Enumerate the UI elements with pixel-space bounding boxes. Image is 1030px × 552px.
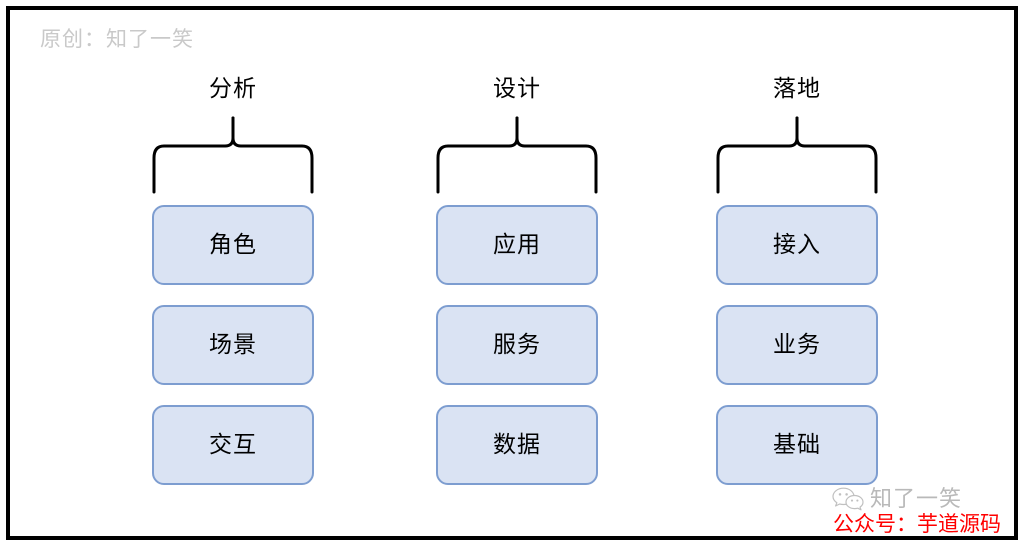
- column-header-design: 设计: [493, 76, 541, 102]
- node-label: 接入: [773, 231, 821, 258]
- node-label: 数据: [493, 431, 541, 458]
- column-header-implementation: 落地: [773, 76, 821, 102]
- node-box[interactable]: 基础: [716, 405, 878, 485]
- node-label: 业务: [773, 331, 821, 358]
- watermark-text: 原创：知了一笑: [40, 27, 194, 51]
- node-label: 服务: [493, 331, 541, 358]
- node-box[interactable]: 接入: [716, 205, 878, 285]
- node-box[interactable]: 数据: [436, 405, 598, 485]
- column-design: 设计 应用 服务 数据: [436, 0, 598, 552]
- brace-design: [436, 116, 598, 194]
- node-label: 基础: [773, 431, 821, 458]
- wechat-icon: [831, 486, 865, 513]
- node-label: 角色: [209, 231, 257, 258]
- brace-analysis: [152, 116, 314, 194]
- brace-implementation: [716, 116, 878, 194]
- node-box[interactable]: 角色: [152, 205, 314, 285]
- node-box[interactable]: 场景: [152, 305, 314, 385]
- node-label: 场景: [209, 331, 257, 358]
- column-implementation: 落地 接入 业务 基础: [716, 0, 878, 552]
- node-label: 交互: [209, 431, 257, 458]
- column-analysis: 分析 角色 场景 交互: [152, 0, 314, 552]
- node-box[interactable]: 应用: [436, 205, 598, 285]
- node-box[interactable]: 交互: [152, 405, 314, 485]
- node-label: 应用: [493, 231, 541, 258]
- node-list-implementation: 接入 业务 基础: [716, 205, 878, 485]
- brand-row: 知了一笑: [831, 486, 962, 513]
- footer-brand: 知了一笑 公众号：芋道源码: [831, 484, 1016, 546]
- brand-name-label: 知了一笑: [870, 486, 963, 512]
- node-list-design: 应用 服务 数据: [436, 205, 598, 485]
- node-list-analysis: 角色 场景 交互: [152, 205, 314, 485]
- brand-account-label: 公众号：芋道源码: [833, 512, 1001, 536]
- node-box[interactable]: 业务: [716, 305, 878, 385]
- column-header-analysis: 分析: [209, 76, 257, 102]
- node-box[interactable]: 服务: [436, 305, 598, 385]
